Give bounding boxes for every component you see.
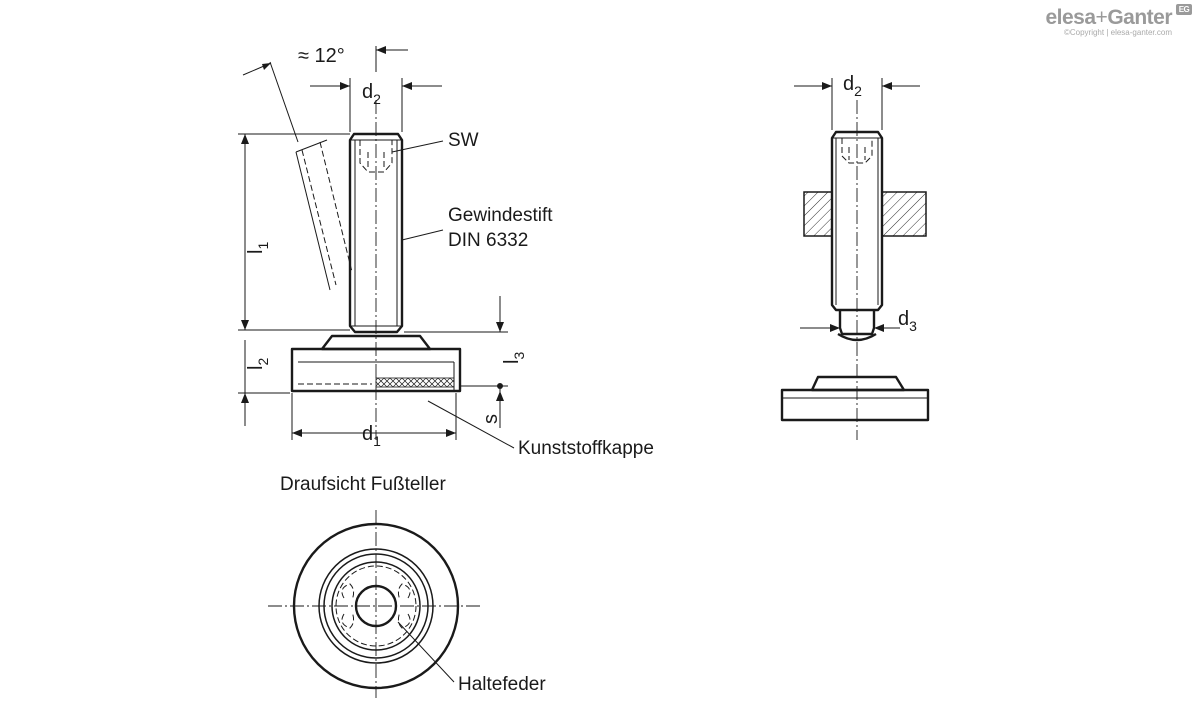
brand-logo: elesa+Ganter EG ©Copyright | elesa-gante…: [1045, 4, 1192, 37]
side-view: ≈ 12° d2 SW Gewindestift DIN 6332: [238, 45, 654, 459]
d1-label: d1: [362, 423, 381, 449]
s-label: s: [480, 414, 502, 424]
din-label: DIN 6332: [448, 230, 528, 251]
d3-label: d3: [898, 308, 917, 334]
foot-pad: [290, 334, 462, 393]
top-view: Draufsicht Fußteller Haltefeder: [268, 474, 546, 698]
mounted-view: d2 d3: [780, 73, 930, 440]
angle-label: ≈ 12°: [298, 45, 345, 67]
sw-label: SW: [448, 130, 479, 151]
d2-right-label: d2: [843, 73, 862, 99]
copyright-text: ©Copyright | elesa-ganter.com: [1063, 28, 1172, 37]
kunststoffkappe-label: Kunststoffkappe: [518, 438, 654, 459]
draufsicht-label: Draufsicht Fußteller: [280, 474, 446, 495]
logo-partner: Ganter: [1107, 6, 1172, 29]
threaded-stud: [348, 132, 404, 334]
logo-main: elesa: [1045, 6, 1096, 29]
logo-plus: +: [1095, 6, 1108, 29]
l2-label: l2: [245, 358, 271, 370]
gewindestift-label: Gewindestift: [448, 205, 553, 226]
tilted-stud-outline: [295, 139, 353, 291]
l1-label: l1: [245, 242, 271, 254]
haltefeder-label: Haltefeder: [458, 674, 546, 695]
l3-label: l3: [501, 352, 527, 364]
logo-text: elesa+Ganter EG: [1045, 4, 1192, 30]
d2-left-label: d2: [362, 81, 381, 107]
logo-badge: EG: [1176, 4, 1192, 15]
